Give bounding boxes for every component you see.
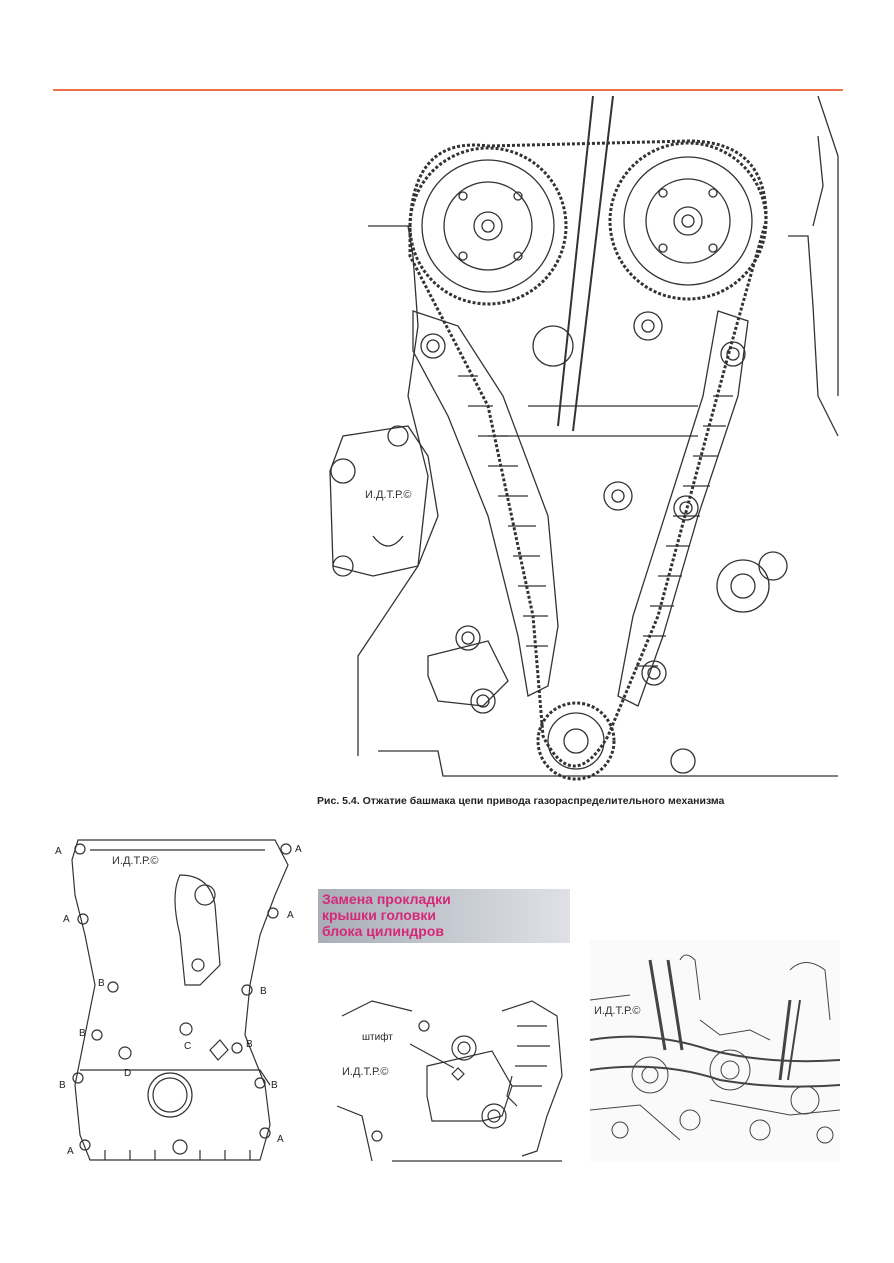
bolt-label-b: B	[79, 1028, 86, 1039]
bolt-label-d: D	[124, 1068, 132, 1079]
bolt-label-b: B	[271, 1080, 278, 1091]
pump-housing	[329, 425, 439, 577]
crank-sprocket	[536, 701, 616, 781]
idler-pulleys	[532, 311, 788, 774]
section-title-line: блока цилиндров	[322, 923, 445, 939]
bolt-label-b: B	[98, 978, 105, 989]
section-title-line: Замена прокладки	[322, 891, 451, 907]
bolt-label-a: A	[277, 1134, 284, 1145]
bolt-label-a: A	[63, 914, 70, 925]
tensioner-pin-figure: штифт И.Д.Т.Р.©	[332, 996, 572, 1166]
left-cam-gear	[408, 146, 568, 306]
watermark: И.Д.Т.Р.©	[342, 1066, 389, 1078]
left-chain-guide	[412, 310, 559, 697]
section-heading-box	[318, 889, 570, 943]
bolt-label-b: B	[260, 986, 267, 997]
section-title-line: крышки головки	[322, 907, 437, 923]
timing-cover-figure: И.Д.Т.Р.© A A A A A A B B B B B B C D	[50, 835, 310, 1167]
pin-label: штифт	[362, 1032, 393, 1043]
bolt-label-a: A	[287, 910, 294, 921]
watermark: И.Д.Т.Р.©	[112, 855, 159, 867]
bolt-label-b: B	[59, 1080, 66, 1091]
bolt-label-a: A	[295, 844, 302, 855]
section-title: Замена прокладки крышки головки блока ци…	[322, 891, 562, 939]
chain-tensioner	[427, 625, 509, 714]
right-cam-gear	[608, 141, 768, 301]
bolt-label-c: C	[184, 1041, 192, 1052]
right-chain-guide	[617, 310, 749, 707]
timing-chain-figure: И.Д.Т.Р.©	[318, 96, 842, 786]
cover-bolts	[72, 843, 292, 1151]
watermark: И.Д.Т.Р.©	[594, 1005, 641, 1017]
figure-caption: Рис. 5.4. Отжатие башмака цепи привода г…	[317, 795, 725, 807]
bolt-label-b: B	[246, 1039, 253, 1050]
engine-photo-figure: И.Д.Т.Р.©	[590, 940, 840, 1162]
watermark: И.Д.Т.Р.©	[365, 489, 412, 501]
header-rule	[53, 89, 843, 91]
bolt-label-a: A	[55, 846, 62, 857]
bolt-label-a: A	[67, 1146, 74, 1157]
